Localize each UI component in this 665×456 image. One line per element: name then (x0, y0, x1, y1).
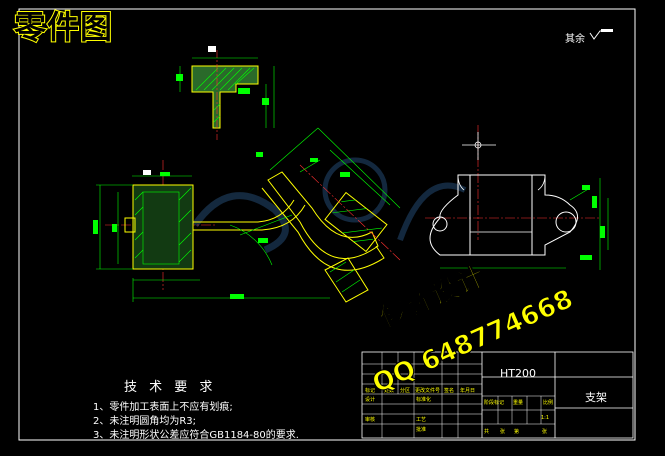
title-block-labels: 标记 处数 分区 更改文件号 签名 年月日 设计 标准化 审核 工艺 批准 阶段… (365, 387, 553, 435)
tb-label-9: 工艺 (416, 417, 426, 423)
tb-label-8: 审核 (365, 416, 375, 423)
tb-label-1: 处数 (384, 387, 394, 394)
page-title: 零件图 (13, 7, 114, 47)
tech-requirements-title: 技 术 要 求 (124, 380, 217, 395)
tb-label-14: 共 (484, 428, 489, 435)
surface-finish-symbol (589, 29, 613, 40)
tb-label-15: 张 (500, 428, 505, 435)
section-view (176, 46, 275, 140)
tb-scale: 1:1 (541, 415, 549, 421)
surface-finish-note: 其余 (565, 34, 585, 45)
title-block-grid (361, 351, 634, 439)
tb-label-16: 第 (514, 428, 519, 435)
part-name: 支架 (585, 391, 607, 404)
tb-label-3: 更改文件号 (415, 387, 440, 394)
material-label: HT200 (500, 367, 536, 380)
tech-note-2: 2、未注明圆角均为R3; (93, 416, 197, 427)
logo-watermark (192, 157, 467, 254)
front-view (93, 127, 401, 303)
tb-label-17: 张 (542, 428, 547, 435)
side-view (425, 125, 609, 270)
tb-label-4: 签名 (444, 387, 454, 394)
tb-label-2: 分区 (400, 387, 410, 394)
tb-label-5: 年月日 (460, 387, 475, 394)
tb-label-13: 比例 (543, 399, 553, 406)
tech-note-3: 3、未注明形状公差应符合GB1184-80的要求. (93, 430, 299, 441)
tb-label-0: 标记 (365, 387, 375, 394)
tech-note-1: 1、零件加工表面上不应有划痕; (93, 402, 233, 413)
tb-label-11: 阶段标记 (484, 399, 504, 406)
drawing-border (18, 8, 636, 441)
tb-label-6: 设计 (365, 396, 375, 403)
tb-label-7: 标准化 (416, 396, 431, 403)
tb-label-12: 重量 (513, 399, 523, 406)
tb-label-10: 批准 (416, 426, 426, 433)
